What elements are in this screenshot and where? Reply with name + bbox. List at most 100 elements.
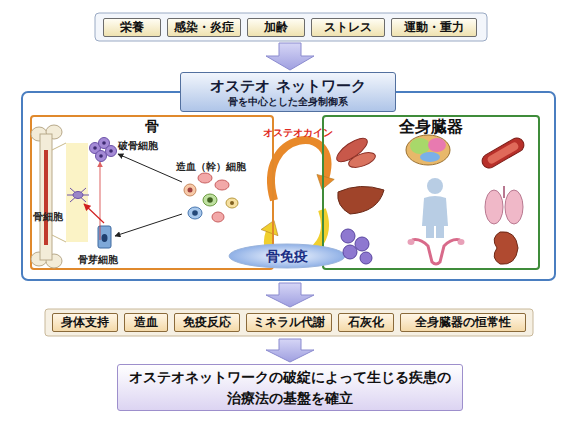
node-text: ストレス [324,20,372,34]
function-box: 全身臓器の恒常性 [400,313,526,332]
node-text: オステオ ネットワーク [210,77,365,95]
uterus-organ [408,239,415,245]
function-box: 免疫反応 [174,313,240,332]
cell-label: 造血（幹）細胞 [176,160,246,174]
osteocyte-cell [67,195,89,196]
kidney-organ [494,232,518,264]
stem-cells [118,154,182,182]
osteoblast-cell [98,226,111,248]
arrow-head [317,174,334,189]
osteoclast-cell [90,143,101,154]
fat-cells [360,252,372,264]
bone-illustration [40,134,52,260]
liver-organ [338,186,384,214]
node-text: 造血 [134,315,158,329]
brain-organ [406,135,450,165]
osteoclast-cell [93,146,97,150]
uterus-organ [408,239,465,264]
stem-cells [207,197,213,203]
osteoblast-cell [102,234,108,242]
lung-organ [503,186,505,198]
bone-illustration [44,150,48,245]
vessel-organ [486,141,519,165]
cell-label: 骨細胞 [33,210,63,224]
osteoclast-cell [99,154,103,158]
liver-organ [338,186,384,214]
osteoclast-cell [102,141,106,145]
person-figure [426,226,434,238]
organ-group: 全身臓器 [322,115,540,270]
osteoblast-cell [100,162,101,240]
stem-cells [115,214,182,236]
node-text: 加齢 [264,20,288,34]
stem-cells [188,188,193,193]
bone-illustration [52,143,66,150]
function-box: ミネラル代謝 [246,313,332,332]
brain-organ [428,138,446,152]
lung-organ [485,186,523,224]
kidney-organ [494,232,518,264]
function-band [45,309,533,336]
stem-cells [115,154,238,236]
node-text: ミネラル代謝 [253,315,325,329]
function-box: 石灰化 [338,313,394,332]
person-figure [422,178,448,238]
osteoimmunology-oval: 骨免疫 [228,243,346,269]
node-text: オステオネットワークの破綻によって生じる疾患の 治療法の基盤を確立 [118,367,462,408]
bone-group: 骨 [30,115,274,270]
osteoclast-cell [96,151,107,162]
person-figure [436,226,444,238]
bone-illustration [66,143,88,242]
bone-illustration [46,125,62,139]
oval-shape [229,244,345,268]
node-text: 骨免疫 [266,248,308,265]
stem-cells [203,194,217,206]
fat-cells [341,229,372,264]
person-figure [422,196,448,226]
title-box: オステオ ネットワーク骨を中心とした全身制御系 [180,72,396,112]
osteocyte-cell [70,188,86,202]
osteocyte-cell [70,188,86,202]
factor-box: 加齢 [247,18,305,37]
muscle-organ [347,150,377,171]
stem-cells [188,207,202,219]
osteocyte-cell [73,192,83,199]
muscle-organ [333,134,377,170]
stem-cells [192,210,198,216]
stem-cells [184,184,196,196]
goal-box: オステオネットワークの破綻によって生じる疾患の 治療法の基盤を確立 [117,364,463,411]
osteoblast-cell [84,204,104,223]
osteoblast-cell [84,162,111,248]
osteoclast-cell [106,146,117,157]
fat-cells [341,229,355,243]
person-figure [427,178,443,194]
bone-illustration [31,125,88,268]
function-box: 身体支持 [52,313,118,332]
organ-illustrations [333,134,526,264]
stem-cells [226,198,238,208]
node-text: 骨 [145,118,159,135]
input-band [95,13,487,41]
cycle-arrow [271,140,334,200]
vessel-organ [480,135,527,170]
brain-organ [406,135,450,165]
stem-cells [230,201,234,205]
stem-cells [198,173,212,183]
network-frame [22,92,555,280]
arrow-line [271,140,327,200]
node-text: 全身臓器 [399,117,463,136]
node-text: 石灰化 [348,315,384,329]
bone-illustration [52,235,66,242]
osteoclast-cell [99,138,110,149]
bone-illustration [46,254,62,268]
factor-box: ストレス [311,18,385,37]
muscle-organ [333,134,371,166]
factor-box: 栄養 [103,18,161,37]
cell-label: 破骨細胞 [118,139,158,153]
factor-box: 感染・炎症 [167,18,241,37]
stem-cells [215,180,229,190]
